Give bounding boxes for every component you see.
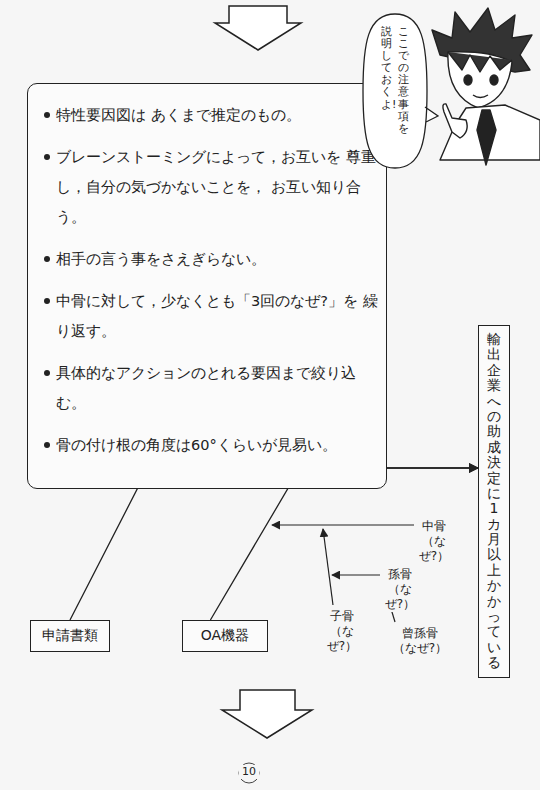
flow-arrow xyxy=(215,6,301,50)
bone-connector xyxy=(70,468,478,620)
bullet-dot xyxy=(40,430,56,460)
bone-label: 中骨 （なぜ?） xyxy=(414,519,454,564)
note-text: ブレーンストーミングによって，お互いを 尊重し，自分の気づかないことを， お互い… xyxy=(56,142,382,232)
bone-connector xyxy=(210,468,478,620)
note-text: 中骨に対して，少なくとも「3回のなぜ?」を 繰り返す。 xyxy=(56,286,382,346)
bullet-item: 具体的なアクションのとれる要因まで絞り込む。 xyxy=(40,358,382,418)
bullet-dot-mark xyxy=(44,298,50,304)
bullet-dot xyxy=(40,358,56,388)
bullet-dot-mark xyxy=(44,442,50,448)
vertical-text: 説明しておくよ! xyxy=(381,26,392,135)
sub-bone xyxy=(332,574,380,575)
bullet-dot xyxy=(40,142,56,172)
bone-label: 子骨 （なぜ?） xyxy=(322,609,362,654)
note-text: 具体的なアクションのとれる要因まで絞り込む。 xyxy=(56,358,382,418)
cause-box: 申請書類 xyxy=(30,620,110,652)
bullet-item: 特性要因図は あくまで推定のもの。 xyxy=(40,100,382,130)
effect-box: 輸出企業への助成決定に1カ月以上かかっている xyxy=(478,325,510,678)
bubble-outline xyxy=(362,12,428,170)
page-number: 10 xyxy=(239,765,259,779)
bone-label: 曾孫骨 （なぜ?） xyxy=(392,626,448,656)
speech-bubble: ここでの注意事項を説明しておくよ! xyxy=(362,12,428,170)
notes-box: 特性要因図は あくまで推定のもの。ブレーンストーミングによって，お互いを 尊重し… xyxy=(27,83,387,489)
bullet-item: 相手の言う事をさえぎらない。 xyxy=(40,244,382,274)
bullet-dot xyxy=(40,244,56,274)
note-text: 骨の付け根の角度は60°くらいが見易い。 xyxy=(56,430,382,460)
bullet-dot xyxy=(40,286,56,316)
bone-label: 孫骨 （なぜ?） xyxy=(380,567,420,612)
vertical-text: 輸出企業への助成決定に1カ月以上かかっている xyxy=(487,332,501,671)
page-circle xyxy=(239,763,259,783)
bullet-dot-mark xyxy=(44,370,50,376)
bullet-item: ブレーンストーミングによって，お互いを 尊重し，自分の気づかないことを， お互い… xyxy=(40,142,382,232)
vertical-text: ここでの注意事項を xyxy=(398,26,409,135)
bullet-dot-mark xyxy=(44,154,50,160)
bullet-item: 中骨に対して，少なくとも「3回のなぜ?」を 繰り返す。 xyxy=(40,286,382,346)
bullet-dot xyxy=(40,100,56,130)
flow-arrow xyxy=(222,690,312,738)
cause-box: OA機器 xyxy=(182,620,268,652)
sub-bone xyxy=(272,524,414,525)
bullet-dot-mark xyxy=(44,112,50,118)
bullet-item: 骨の付け根の角度は60°くらいが見易い。 xyxy=(40,430,382,460)
cause-text: OA機器 xyxy=(191,627,259,645)
note-text: 相手の言う事をさえぎらない。 xyxy=(56,244,382,274)
character-illustration xyxy=(432,8,540,165)
sub-bone xyxy=(323,529,333,605)
column-group: ここでの注意事項を説明しておくよ! xyxy=(362,12,428,135)
bullet-dot-mark xyxy=(44,256,50,262)
cause-text: 申請書類 xyxy=(39,627,101,645)
note-text: 特性要因図は あくまで推定のもの。 xyxy=(56,100,382,130)
